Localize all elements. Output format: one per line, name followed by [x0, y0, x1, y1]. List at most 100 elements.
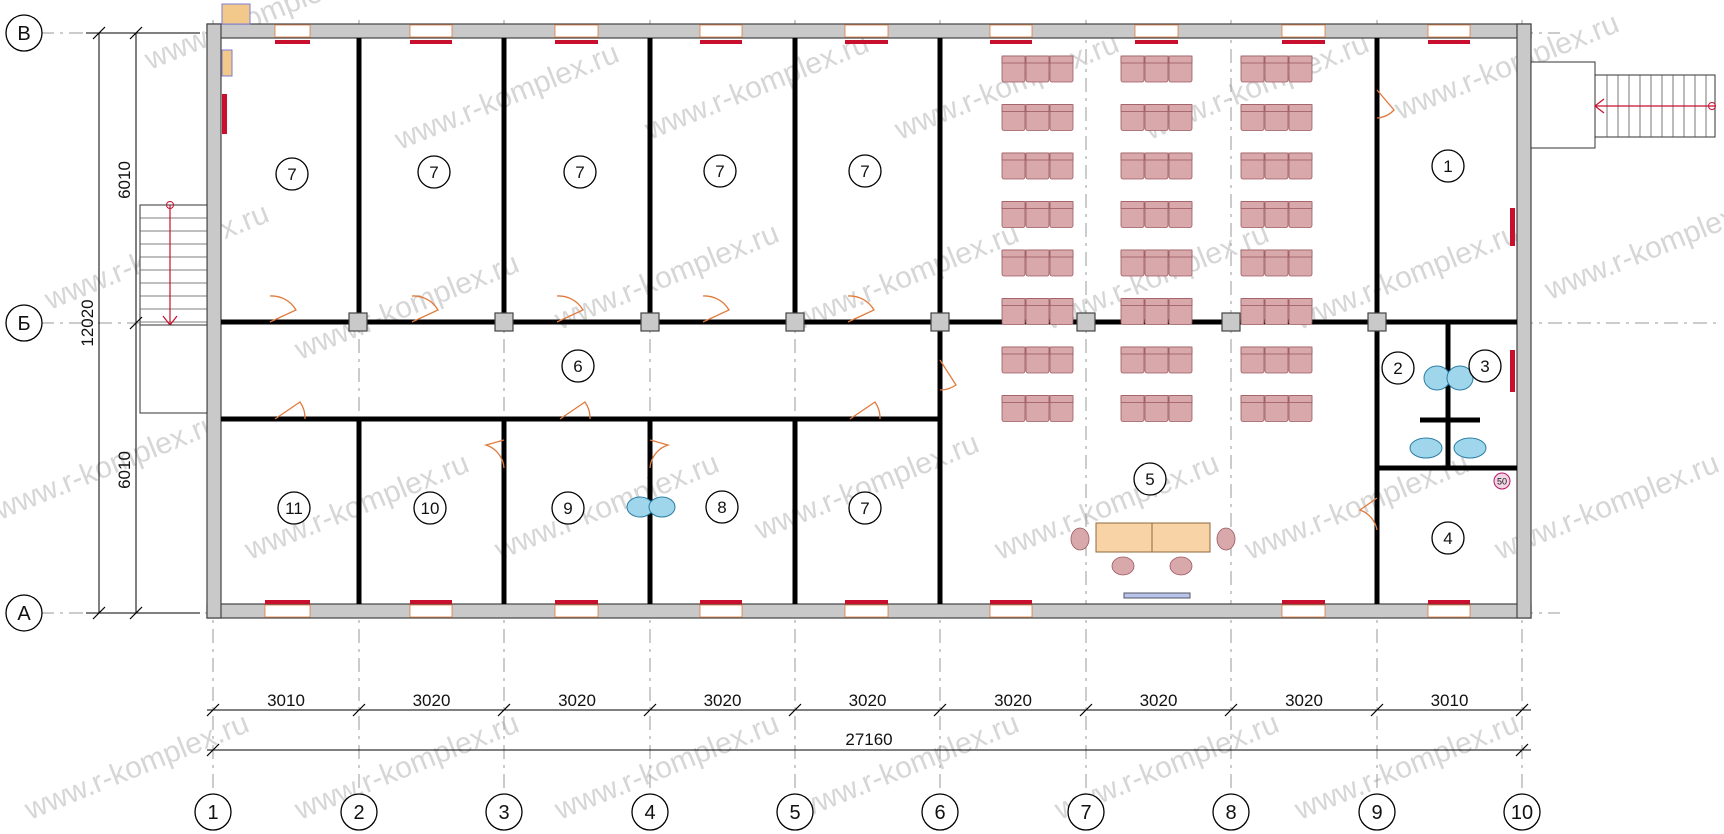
seat-back: [1025, 104, 1050, 112]
seat-back: [1264, 249, 1289, 258]
window-sill: [410, 600, 452, 604]
seat-back: [1168, 395, 1193, 403]
watermark-text: www.r-komplex.ru: [549, 217, 783, 337]
window-sill: [1282, 600, 1325, 604]
window: [989, 24, 1033, 38]
room-marker: [277, 491, 311, 525]
seat-back: [1288, 298, 1313, 306]
axis-bubble: [1503, 793, 1541, 831]
stair-start: [1708, 102, 1716, 110]
sink-fixture: [1409, 437, 1443, 459]
wall-east: [1516, 23, 1532, 619]
axis-bubble: [5, 304, 43, 342]
room-marker: [563, 155, 597, 189]
axis-label: 4: [644, 802, 655, 824]
axis-bubbles-vertical: АБВ: [5, 14, 43, 632]
toilet-fixture: [1446, 365, 1474, 391]
seat-back: [1168, 201, 1193, 209]
seating: [1001, 55, 1313, 422]
chair: [1169, 556, 1193, 576]
window: [274, 24, 311, 38]
watermark-text: www.r-komplex.ru: [1289, 707, 1523, 827]
seat-back: [1264, 346, 1289, 355]
toilet-fixture: [1423, 365, 1451, 391]
seat-back: [1240, 152, 1265, 161]
seat-back: [1168, 55, 1193, 64]
seat-back: [1144, 346, 1169, 355]
axis-bubble: [194, 793, 232, 831]
stair-start: [166, 201, 174, 209]
door-swing: [847, 295, 875, 323]
dim-left-lower: 6010: [115, 451, 134, 489]
column: [930, 312, 950, 332]
column: [640, 312, 660, 332]
seat-back: [1001, 298, 1026, 306]
room-marker: [413, 491, 447, 525]
room-marker: [561, 349, 595, 383]
room-number: 3: [1480, 357, 1489, 376]
room-marker: [848, 491, 882, 525]
dim-tick: [129, 316, 143, 330]
seat-back: [1168, 249, 1193, 258]
dim-span-label: 3010: [267, 691, 305, 710]
seat-back: [1049, 298, 1074, 306]
dim-span-label: 3020: [994, 691, 1032, 710]
window: [409, 24, 453, 38]
window-sill: [555, 600, 598, 604]
room-number: 11: [285, 499, 303, 518]
seat-back: [1264, 395, 1289, 403]
dim-tick: [1515, 743, 1529, 757]
seat-back: [1025, 55, 1050, 64]
equipment-box: [221, 49, 233, 77]
window-sill: [700, 600, 742, 604]
door-swing: [274, 401, 306, 420]
room-number: 7: [860, 499, 869, 518]
seat-back: [1240, 55, 1265, 64]
seat-back: [1120, 55, 1145, 64]
window: [1281, 604, 1326, 618]
room-marker: [1133, 462, 1167, 496]
window-sill: [1510, 208, 1515, 246]
seat-back: [1288, 201, 1313, 209]
stairs-east: [1530, 61, 1716, 149]
window: [699, 24, 743, 38]
axis-label: 1: [207, 802, 218, 824]
watermark-text: www.r-komplex.ru: [0, 407, 224, 527]
dim-span-label: 3020: [1140, 691, 1178, 710]
axis-bubble: [1067, 793, 1105, 831]
window-sill: [1282, 40, 1325, 44]
dim-tick: [933, 703, 947, 717]
seat-back: [1001, 395, 1026, 403]
door-swing: [849, 401, 881, 420]
room-number: 4: [1443, 529, 1452, 548]
seat-back: [1288, 395, 1313, 403]
door-swing: [411, 295, 439, 323]
seat-back: [1144, 395, 1169, 403]
window-sill: [990, 40, 1032, 44]
watermark-text: www.r-komplex.ru: [639, 27, 873, 147]
room-number: 7: [575, 163, 584, 182]
dim-tick: [352, 703, 366, 717]
seat-back: [1168, 152, 1193, 161]
seat-back: [1264, 152, 1289, 161]
axis-bubble: [1212, 793, 1250, 831]
axis-label: 8: [1225, 802, 1236, 824]
dim-tick: [206, 703, 220, 717]
axis-bubble: [921, 793, 959, 831]
axis-bubble: [485, 793, 523, 831]
column: [494, 312, 514, 332]
sink-fixture: [648, 496, 676, 518]
window-sill: [275, 40, 310, 44]
seat-back: [1001, 346, 1026, 355]
dim-tick: [1079, 703, 1093, 717]
dim-tick: [206, 743, 220, 757]
seat-back: [1168, 104, 1193, 112]
window: [844, 604, 889, 618]
axis-bubble: [5, 14, 43, 52]
seat-back: [1049, 201, 1074, 209]
window: [699, 604, 743, 618]
seat-back: [1240, 346, 1265, 355]
window-sill: [410, 40, 452, 44]
door-swing: [269, 295, 297, 323]
